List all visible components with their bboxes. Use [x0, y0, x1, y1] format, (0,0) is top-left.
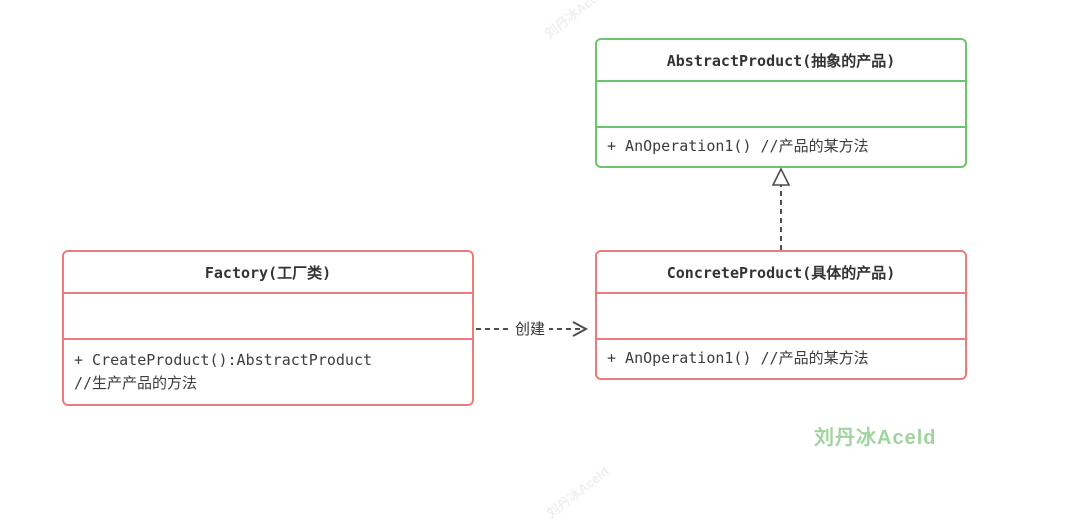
class-attributes-concrete-product: [597, 294, 965, 340]
class-title-abstract-product: AbstractProduct(抽象的产品): [597, 40, 965, 82]
realization-arrow-concrete-to-abstract: [771, 167, 791, 250]
class-attributes-factory: [64, 294, 472, 340]
dependency-label-create: 创建: [511, 318, 550, 339]
method-line: + CreateProduct():AbstractProduct: [74, 350, 373, 369]
method-line: //生产产品的方法: [74, 374, 198, 392]
class-box-factory: Factory(工厂类) + CreateProduct():AbstractP…: [62, 250, 474, 406]
method-line: + AnOperation1() //产品的某方法: [607, 137, 869, 156]
class-box-abstract-product: AbstractProduct(抽象的产品) + AnOperation1() …: [595, 38, 967, 168]
class-title-concrete-product: ConcreteProduct(具体的产品): [597, 252, 965, 294]
faint-watermark-top: 刘丹冰Aceld: [541, 0, 610, 42]
author-watermark: 刘丹冰Aceld: [814, 427, 937, 449]
class-methods-abstract-product: + AnOperation1() //产品的某方法: [597, 128, 965, 166]
class-title-factory: Factory(工厂类): [64, 252, 472, 294]
method-line: + AnOperation1() //产品的某方法: [607, 349, 869, 368]
class-box-concrete-product: ConcreteProduct(具体的产品) + AnOperation1() …: [595, 250, 967, 380]
class-methods-concrete-product: + AnOperation1() //产品的某方法: [597, 340, 965, 378]
class-attributes-abstract-product: [597, 82, 965, 128]
class-methods-factory: + CreateProduct():AbstractProduct //生产产品…: [64, 340, 472, 404]
faint-watermark-bottom: 刘丹冰Aceld: [543, 463, 612, 522]
